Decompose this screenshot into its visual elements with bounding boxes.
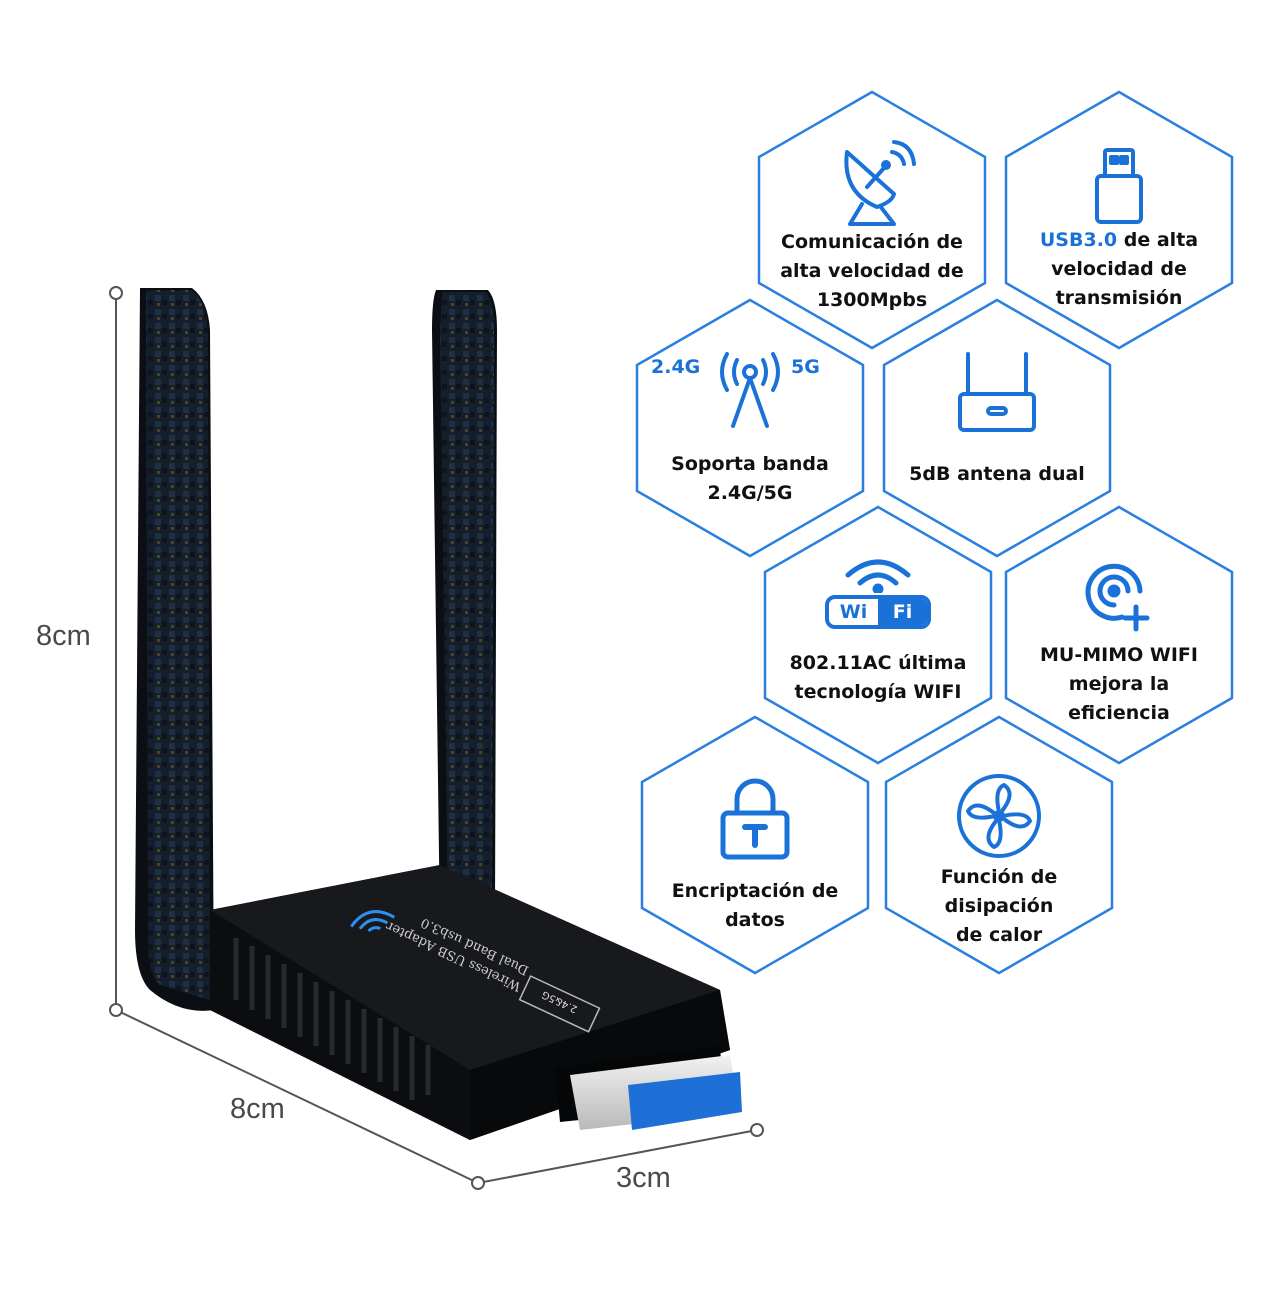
adapter-body <box>210 865 742 1140</box>
height-dimension: 8cm <box>36 620 91 652</box>
feature-text: Encriptación de datos <box>671 880 839 931</box>
fan-icon <box>957 774 1041 858</box>
feature-encryption: Encriptación de datos <box>640 715 870 975</box>
band-2-4g-label: 2.4G <box>651 356 701 378</box>
wifi-icon-text-right: Fi <box>878 599 927 625</box>
feature-80211ac: Wi Fi 802.11AC última tecnología WIFI <box>763 505 993 765</box>
router-icon <box>958 352 1036 432</box>
feature-heat-dissipation: Función de disipación de calor <box>884 715 1114 975</box>
usb-stick-icon <box>1095 148 1143 224</box>
feature-dual-band: 2.4G 5G Soporta banda 2.4G/5G <box>635 298 865 558</box>
target-plus-icon <box>1085 563 1150 632</box>
feature-text: Función de disipación de calor <box>940 866 1058 946</box>
length-dimension: 8cm <box>230 1093 285 1125</box>
padlock-icon <box>720 778 790 860</box>
feature-text: 5dB antena dual <box>909 463 1085 485</box>
product-illustration: Wireless USB Adapter Dual Band usb3.0 2.… <box>109 286 764 1190</box>
usb3-highlight: USB3.0 <box>1039 229 1118 251</box>
wifi-icon-text-left: Wi <box>839 601 868 623</box>
feature-text: MU-MIMO WIFI mejora la eficiencia <box>1040 644 1198 724</box>
feature-text: USB3.0 de alta velocidad de transmisión <box>1039 229 1199 309</box>
feature-text: Comunicación de alta velocidad de 1300Mp… <box>780 231 964 311</box>
feature-mu-mimo: MU-MIMO WIFI mejora la eficiencia <box>1004 505 1234 765</box>
feature-text: Soporta banda 2.4G/5G <box>671 453 829 504</box>
satellite-dish-icon <box>844 140 916 226</box>
dual-band-antenna-icon <box>720 352 780 428</box>
right-antenna <box>432 290 497 930</box>
feature-high-speed: Comunicación de alta velocidad de 1300Mp… <box>757 90 987 350</box>
feature-text: 802.11AC última tecnología WIFI <box>789 652 967 703</box>
left-antenna <box>135 288 214 1011</box>
feature-usb3: USB3.0 de alta velocidad de transmisión <box>1004 90 1234 350</box>
dimension-lines <box>109 286 764 1190</box>
band-5g-label: 5G <box>791 356 820 378</box>
feature-dual-antenna: 5dB antena dual <box>882 298 1112 558</box>
wifi-icon: Wi Fi <box>823 553 933 633</box>
width-dimension: 3cm <box>616 1162 671 1194</box>
body-wifi-icon <box>350 910 396 933</box>
